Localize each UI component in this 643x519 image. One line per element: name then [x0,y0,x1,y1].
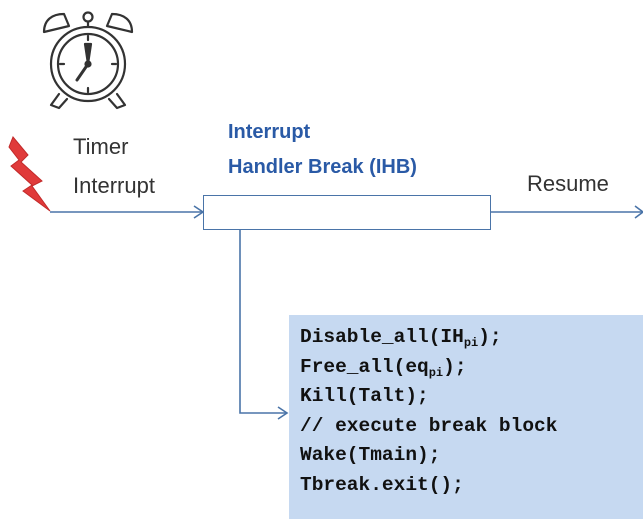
alarm-clock-icon [42,11,134,110]
lightning-bolt-icon [8,136,51,212]
code-arrow-line [239,230,287,414]
code-line-wake: Wake(Tmain); [300,444,441,466]
code-line-comment: // execute break block [300,414,558,437]
code-arrow-head [277,406,289,420]
code-line-disable-all: Disable_all(IHpi); [300,326,502,350]
handler-title-line2: Handler Break (IHB) [228,156,417,178]
code-line-free-all: Free_all(eqpi); [300,355,467,380]
code-line-kill: Kill(Talt); [300,385,429,407]
handler-title-line1: Interrupt [228,121,311,143]
timer-label: Timer [73,134,129,159]
resume-label: Resume [527,171,609,196]
interrupt-label: Interrupt [73,173,155,198]
handler-break-box [203,195,491,230]
resume-arrow-head [634,205,643,219]
code-line-exit: Tbreak.exit(); [300,473,464,496]
code-block: Disable_all(IHpi); Free_all(eqpi); Kill(… [289,315,643,519]
